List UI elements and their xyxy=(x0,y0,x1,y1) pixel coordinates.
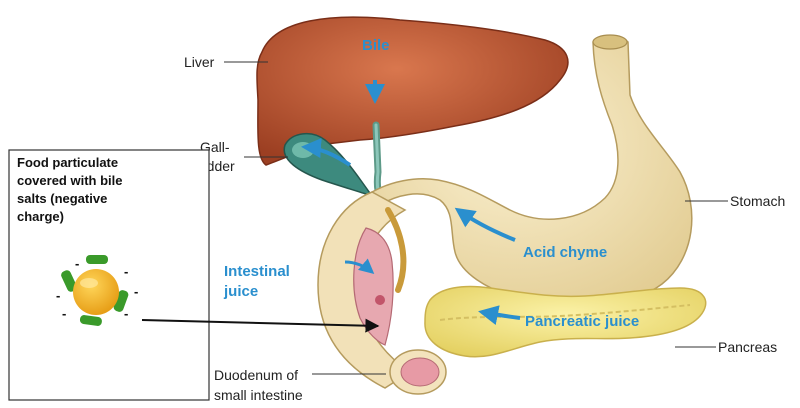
esophagus-opening xyxy=(593,35,627,49)
pancreatic-juice-label: Pancreatic juice xyxy=(525,313,639,330)
charge-symbol-1: - xyxy=(75,256,79,271)
charge-symbol-4: - xyxy=(56,288,60,303)
charge-symbol-2: - xyxy=(124,264,128,279)
pancreas-label: Pancreas xyxy=(718,339,777,355)
gallbladder-shape xyxy=(284,134,372,196)
stomach-label: Stomach xyxy=(730,193,785,209)
duodenum-label-line1: Duodenum of xyxy=(214,367,298,383)
acid-chyme-label: Acid chyme xyxy=(523,244,607,261)
duodenal-papilla xyxy=(375,295,385,305)
inset-line-3: salts (negative xyxy=(17,191,107,206)
charge-symbol-6: - xyxy=(124,306,128,321)
duodenum-lumen xyxy=(401,358,439,386)
gallbladder-highlight xyxy=(292,142,314,158)
intestinal-juice-label-line2: juice xyxy=(223,283,258,300)
charge-symbol-3: - xyxy=(134,284,138,299)
inset-line-2: covered with bile xyxy=(17,173,122,188)
bile-label: Bile xyxy=(362,37,390,54)
inset-line-4: charge) xyxy=(17,209,64,224)
liver-label: Liver xyxy=(184,54,215,70)
inset-line-1: Food particulate xyxy=(17,155,118,170)
intestinal-juice-label-line1: Intestinal xyxy=(224,263,290,280)
duodenum-label-line2: small intestine xyxy=(214,387,303,403)
charge-symbol-5: - xyxy=(62,306,66,321)
